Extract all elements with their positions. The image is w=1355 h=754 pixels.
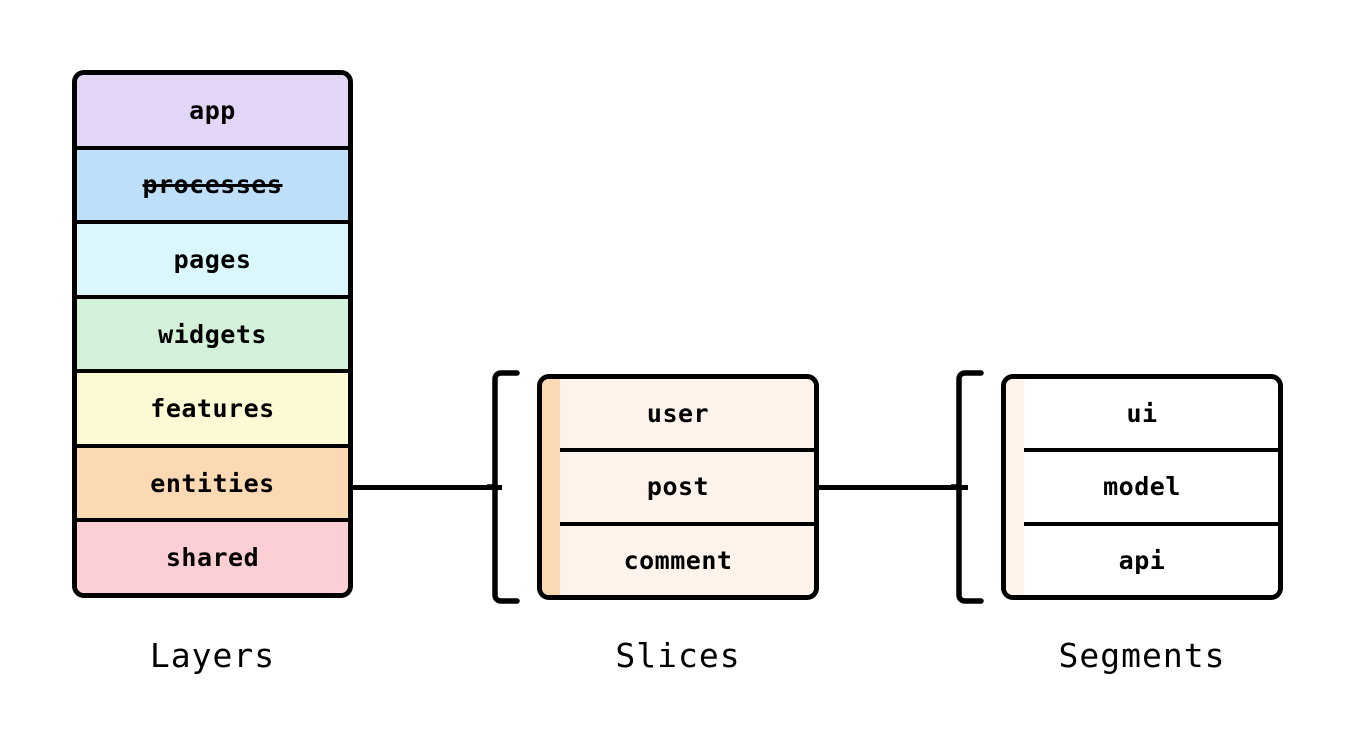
layer-label-shared: shared xyxy=(165,543,260,573)
segment-label-ui: ui xyxy=(1126,399,1158,429)
layer-row-widgets[interactable]: widgets xyxy=(77,298,348,374)
layer-row-app[interactable]: app xyxy=(77,75,348,150)
connector-slices-to-segments xyxy=(818,485,968,490)
slice-label-user: user xyxy=(646,399,710,429)
slices-caption: Slices xyxy=(615,636,741,675)
slice-row-comment[interactable]: comment xyxy=(542,523,814,595)
slice-strip-post xyxy=(542,450,560,524)
layers-caption: Layers xyxy=(149,636,276,675)
slice-row-user[interactable]: user xyxy=(542,379,814,453)
layer-label-widgets: widgets xyxy=(158,319,267,349)
segment-strip-model xyxy=(1006,450,1024,524)
layer-row-pages[interactable]: pages xyxy=(77,224,348,299)
segment-row-model[interactable]: model xyxy=(1006,450,1278,526)
segment-label-api: api xyxy=(1118,545,1166,575)
layer-label-pages: pages xyxy=(173,244,252,274)
layer-row-shared[interactable]: shared xyxy=(77,522,348,593)
layer-row-processes[interactable]: processes xyxy=(77,149,348,225)
slice-strip-comment xyxy=(542,523,560,595)
slice-strip-user xyxy=(542,379,560,451)
segments-caption: Segments xyxy=(1058,636,1226,675)
segment-strip-ui xyxy=(1006,379,1024,451)
slices-bracket-icon xyxy=(487,368,521,606)
segment-strip-api xyxy=(1006,523,1024,595)
layer-label-entities: entities xyxy=(150,468,275,498)
slice-row-post[interactable]: post xyxy=(542,450,814,526)
segments-stack: ui model api xyxy=(1001,374,1283,600)
segment-label-model: model xyxy=(1103,472,1181,502)
layer-label-processes: processes xyxy=(142,170,283,200)
layer-row-features[interactable]: features xyxy=(77,373,348,448)
layer-label-app: app xyxy=(189,95,236,125)
layer-row-entities[interactable]: entities xyxy=(77,447,348,523)
connector-layers-to-slices xyxy=(352,485,502,490)
slices-stack: user post comment xyxy=(537,374,819,600)
slice-label-post: post xyxy=(646,472,710,502)
segments-bracket-icon xyxy=(951,368,985,606)
layers-stack: app processes pages widgets features ent… xyxy=(72,70,353,598)
slice-label-comment: comment xyxy=(623,545,733,575)
segment-row-ui[interactable]: ui xyxy=(1006,379,1278,453)
layer-label-features: features xyxy=(150,394,275,424)
segment-row-api[interactable]: api xyxy=(1006,523,1278,595)
